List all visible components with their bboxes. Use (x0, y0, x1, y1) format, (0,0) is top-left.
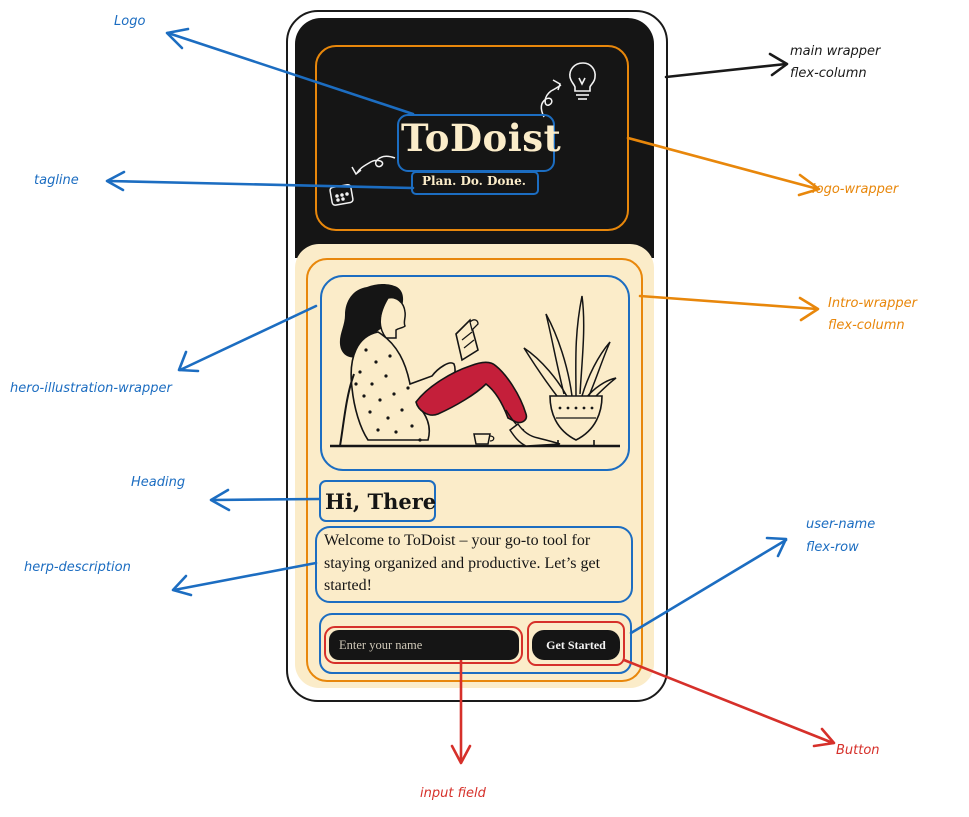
tagline-outline (411, 171, 539, 195)
label-user-name-flex: flex-row (806, 540, 859, 555)
label-intro-wrapper: Intro-wrapper (828, 296, 917, 311)
label-input-field: input field (420, 786, 486, 801)
header-section (295, 18, 654, 258)
app-logo: ToDoist (401, 116, 562, 160)
heading-outline (319, 480, 436, 522)
heading-arrow (210, 497, 321, 502)
description-arrow (172, 561, 318, 592)
hero-heading: Hi, There (325, 489, 437, 514)
tagline-arrow (106, 179, 415, 190)
hero-illustration (330, 284, 620, 448)
label-heading: Heading (131, 475, 186, 490)
logo-wrapper-arrow (626, 136, 820, 191)
label-hero-illustration-wrapper: hero-illustration-wrapper (10, 381, 172, 396)
intro-wrapper-arrow (638, 294, 819, 311)
user-name-arrow (629, 538, 788, 635)
description-outline (315, 526, 633, 603)
button-arrow (622, 658, 835, 745)
logo-arrow (166, 31, 415, 116)
squiggle-arrow-left-icon (351, 155, 396, 176)
label-intro-wrapper-flex: flex-column (828, 318, 905, 333)
app-tagline: Plan. Do. Done. (422, 174, 526, 188)
calendar-icon (329, 183, 354, 206)
button-outline (527, 621, 625, 666)
get-started-button[interactable]: Get Started (532, 630, 620, 660)
label-button: Button (836, 743, 880, 758)
intro-wrapper-outline (306, 258, 643, 682)
label-logo: Logo (114, 14, 146, 29)
hero-illustration-outline (320, 275, 630, 471)
name-input[interactable] (329, 630, 519, 660)
label-tagline: tagline (34, 173, 79, 188)
lightbulb-icon (569, 62, 596, 100)
squiggle-arrow-icon (540, 79, 562, 118)
main-wrapper-arrow (664, 62, 788, 79)
input-outline (324, 626, 523, 664)
hero-description: Welcome to ToDoist – your go-to tool for… (324, 532, 601, 594)
label-main-wrapper-flex: flex-column (790, 66, 867, 81)
label-user-name: user-name (806, 517, 876, 532)
label-logo-wrapper: logo-wrapper (812, 182, 899, 197)
user-name-outline (319, 613, 632, 674)
label-main-wrapper: main wrapper (790, 44, 881, 59)
label-hero-description: herp-description (24, 560, 131, 575)
hero-arrow (178, 304, 318, 372)
